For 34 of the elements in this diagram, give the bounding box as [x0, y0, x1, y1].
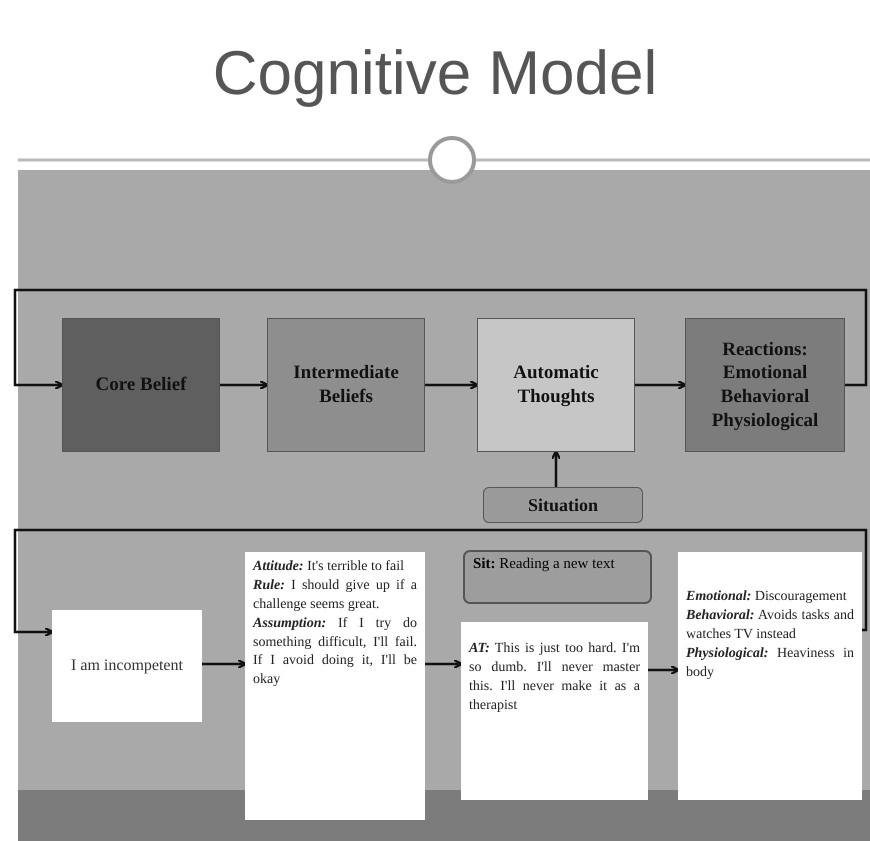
node-text: AT: This is just too hard. I'm so dumb. I'll never master this. I'll never make it as a therapist: [469, 640, 640, 715]
arrow: [425, 658, 464, 670]
situation-box: [463, 550, 652, 604]
arrow: [14, 528, 868, 638]
process-box: [477, 318, 635, 452]
node-text: Reactions: Emotional Behavioral Physiological: [710, 338, 820, 432]
node-text: Intermediate Beliefs: [292, 361, 400, 409]
node-text: Situation: [528, 494, 598, 516]
node-text: Sit: Reading a new text: [473, 555, 616, 574]
arrow: [202, 658, 248, 670]
arrow: [635, 380, 688, 390]
node-text: Emotional: Discouragement: [686, 588, 848, 606]
node-text: Automatic Thoughts: [512, 361, 600, 409]
node-text: Core Belief: [96, 373, 186, 397]
process-box: [685, 318, 845, 452]
title: Cognitive Model: [212, 38, 658, 109]
arrow: [550, 450, 562, 487]
arrow: [648, 664, 680, 676]
text-card: [245, 552, 425, 820]
node-text: Assumption: If I try do something difficult, I'll fail. If I avoid doing it, I'll be okay: [253, 614, 417, 690]
arrow: [220, 380, 270, 390]
node-text: Physiological: Heaviness in body: [686, 644, 854, 682]
text-card: [461, 622, 648, 800]
process-box: [62, 318, 220, 452]
node-text: Behavioral: Avoids tasks and watches TV instead: [686, 606, 854, 644]
node-text: I am incompetent: [71, 657, 183, 675]
node-text: Rule: I should give up if a challenge seems great.: [253, 576, 417, 614]
process-box: [267, 318, 425, 452]
arrow: [14, 288, 868, 390]
text-card: [678, 552, 862, 800]
process-box: [483, 487, 643, 523]
node-text: Attitude: It's terrible to fail: [253, 558, 406, 576]
arrow: [425, 380, 480, 390]
belief-box: [52, 610, 202, 722]
